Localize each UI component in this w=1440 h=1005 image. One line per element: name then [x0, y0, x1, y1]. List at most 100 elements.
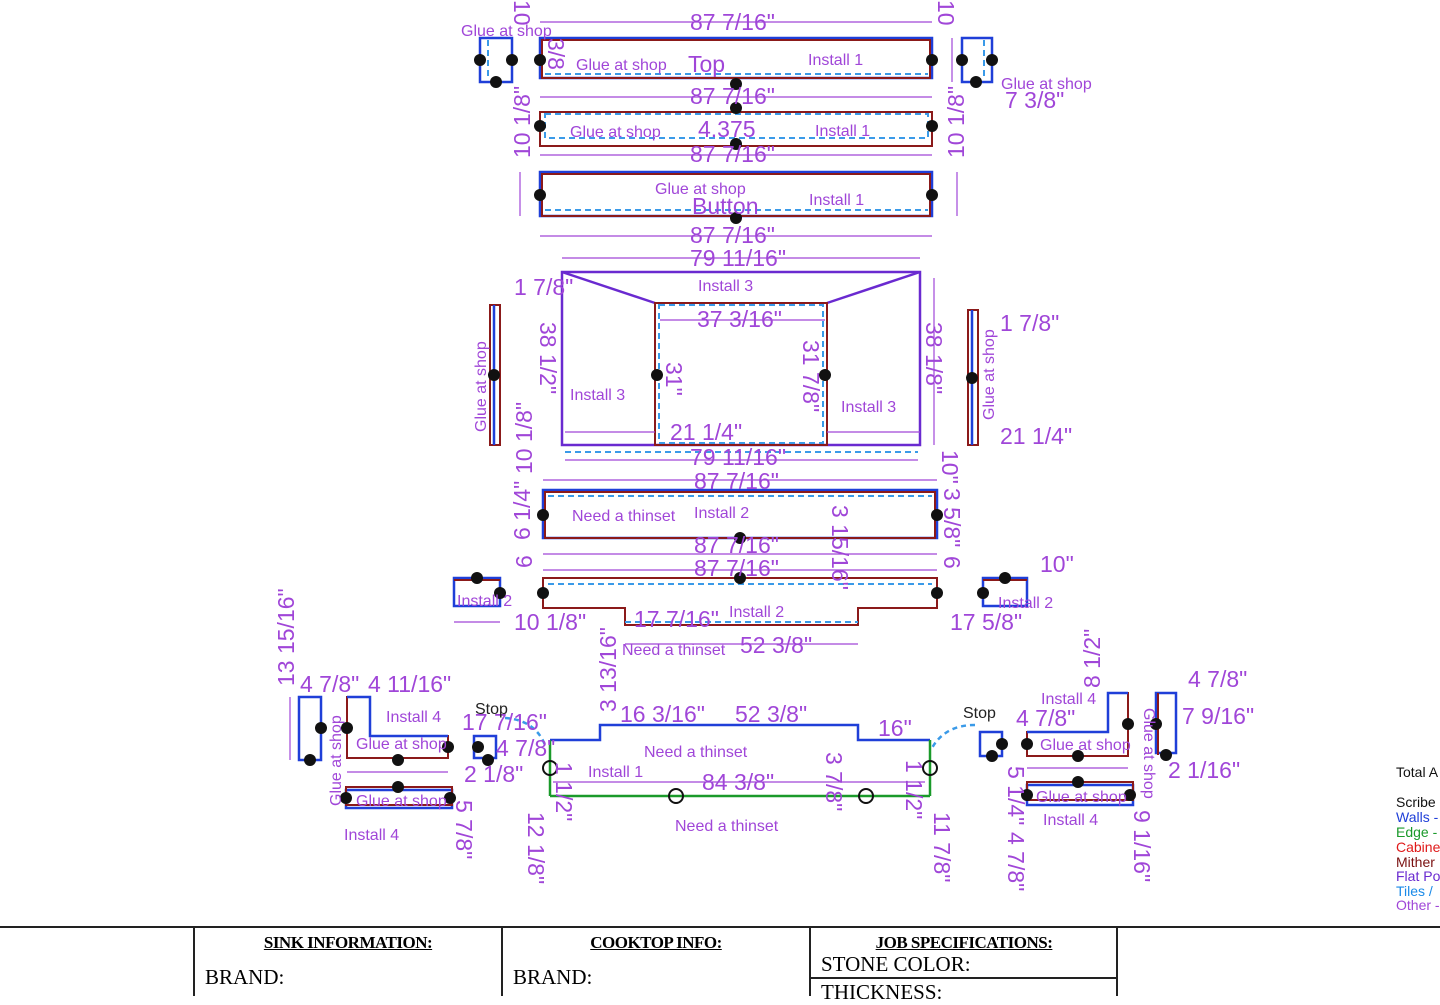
- dim-text: 79 11/16": [690, 245, 786, 271]
- dim-text: 4 7/8": [1003, 832, 1029, 891]
- note-label: Install 2: [694, 505, 749, 522]
- dim-text: 12 1/8": [523, 812, 549, 884]
- dimension-lines: [289, 21, 1128, 783]
- dim-text: 4 7/8": [300, 671, 359, 697]
- stop-label: Stop: [475, 701, 508, 718]
- dim-text: 37 3/16": [697, 306, 782, 332]
- dim-text: 3 5/8": [939, 488, 965, 547]
- note-label: Glue at shop: [356, 736, 447, 753]
- dim-text: 3 15/16": [827, 505, 853, 590]
- legend-edge: Edge -: [1396, 824, 1438, 840]
- note-label: Install 4: [344, 827, 399, 844]
- note-label: Install 2: [729, 604, 784, 621]
- cooktop-brand-field[interactable]: BRAND:: [513, 965, 593, 989]
- dim-text: 1 7/8": [1000, 310, 1059, 336]
- dim-text: 10 1/8": [511, 402, 537, 474]
- dim-text: 17 7/16": [634, 606, 719, 632]
- dim-text: 87 7/16": [694, 555, 779, 581]
- dim-text: 87 7/16": [694, 532, 779, 558]
- dim-text: 31": [661, 362, 687, 396]
- legend-miter: Mither: [1396, 854, 1435, 870]
- dim-text: 1 7/8": [514, 274, 573, 300]
- legend-scribe: Scribe: [1396, 794, 1436, 810]
- dim-text: 9 1/16": [1129, 810, 1155, 882]
- note-label: Glue at shop: [1001, 76, 1092, 93]
- dim-text: 11 7/8": [929, 812, 955, 882]
- dim-text: 3 13/16": [595, 627, 621, 712]
- dimension-texts: 87 7/16" 10 10 3/8 7 3/8" 87 7/16" 10 1/…: [273, 0, 1254, 891]
- dim-text: 1 1/2": [551, 762, 577, 821]
- dim-text: 7 3/8": [1005, 87, 1064, 113]
- note-label: Install 4: [1043, 812, 1098, 829]
- dim-text: 10": [1040, 551, 1074, 577]
- dim-text: 10": [937, 450, 963, 484]
- dim-text: 10: [933, 0, 959, 26]
- countertop-layout-drawing: 87 7/16" 10 10 3/8 7 3/8" 87 7/16" 10 1/…: [273, 0, 1254, 891]
- dim-text: 6: [939, 556, 965, 569]
- note-label: Need a thinset: [572, 508, 676, 525]
- dim-text: 52 3/8": [740, 632, 812, 658]
- note-label: Glue at shop: [473, 341, 490, 432]
- dim-text: 10 1/8": [943, 86, 969, 158]
- legend-walls: Walls -: [1396, 809, 1439, 825]
- dim-text: 2 1/8": [464, 761, 523, 787]
- piece-title: Button: [692, 193, 759, 219]
- legend-tiles: Tiles /: [1396, 883, 1433, 899]
- dim-text: 17 7/16": [462, 709, 547, 735]
- dim-text: 21 1/4": [1000, 423, 1072, 449]
- note-labels: Glue at shop Glue at shop Top Install 1 …: [328, 23, 1157, 844]
- note-label: Install 1: [808, 52, 863, 69]
- dim-text: 1 1/2": [901, 760, 927, 819]
- stop-arrow-left: [504, 716, 547, 746]
- dim-text: 38 1/2": [535, 322, 561, 394]
- note-label: Glue at shop: [576, 57, 667, 74]
- sink-brand-field[interactable]: BRAND:: [205, 965, 285, 989]
- note-label: Install 1: [809, 192, 864, 209]
- dim-text: 4 11/16": [368, 671, 451, 697]
- job-spec-header: JOB SPECIFICATIONS:: [875, 933, 1053, 952]
- dim-text: 16": [878, 715, 912, 741]
- piece-install-1-sink[interactable]: [542, 723, 938, 804]
- dim-text: 3 7/8": [821, 752, 847, 811]
- note-label: Install 2: [998, 595, 1053, 612]
- stone-color-field[interactable]: STONE COLOR:: [811, 952, 1117, 979]
- note-label: Need a thinset: [622, 642, 726, 659]
- note-label: Glue at shop: [1036, 789, 1127, 806]
- dim-text: 87 7/16": [690, 222, 775, 248]
- dim-text: 8 1/2": [1079, 629, 1105, 688]
- note-label: Need a thinset: [644, 744, 748, 761]
- dim-text: 2 1/16": [1168, 757, 1240, 783]
- dim-text: 10: [509, 0, 535, 26]
- dim-text: 7 9/16": [1182, 703, 1254, 729]
- dim-text: 10 1/8": [514, 609, 586, 635]
- job-spec-cell: JOB SPECIFICATIONS: STONE COLOR: THICKNE…: [809, 928, 1117, 1004]
- note-label: Install 4: [1041, 691, 1096, 708]
- dim-text: 38 1/8": [921, 322, 947, 394]
- note-label: Install 3: [841, 399, 896, 416]
- stop-label: Stop: [963, 705, 996, 722]
- thickness-field[interactable]: THICKNESS:: [821, 980, 943, 1004]
- note-label: Glue at shop: [356, 793, 447, 810]
- note-label: Glue at shop: [328, 715, 345, 806]
- legend-flat-polish: Flat Po: [1396, 868, 1440, 884]
- cooktop-info-cell: COOKTOP INFO: BRAND:: [501, 928, 809, 996]
- stop-arrow-right: [930, 723, 976, 749]
- note-label: Glue at shop: [655, 181, 746, 198]
- dim-text: 5 1/4": [1003, 766, 1029, 825]
- dim-text: 21 1/4": [670, 419, 742, 445]
- seam-markers: [304, 54, 1172, 804]
- dim-text: 3/8: [543, 38, 569, 70]
- dim-text: 87 7/16": [690, 83, 775, 109]
- dim-text: 4 7/8": [1016, 705, 1075, 731]
- dim-text: 4 7/8": [496, 735, 555, 761]
- legend-other: Other -: [1396, 897, 1440, 913]
- dim-text: 6 1/4": [509, 481, 535, 540]
- note-label: Need a thinset: [675, 818, 779, 835]
- dim-text: 6: [511, 555, 537, 568]
- note-label: Glue at shop: [1040, 737, 1131, 754]
- note-label: Glue at shop: [1140, 708, 1157, 799]
- dim-text: 87 7/16": [690, 9, 775, 35]
- dim-text: 5 7/8": [451, 800, 477, 859]
- dim-text: 16 3/16": [620, 701, 705, 727]
- dim-text: 13 15/16": [273, 588, 299, 686]
